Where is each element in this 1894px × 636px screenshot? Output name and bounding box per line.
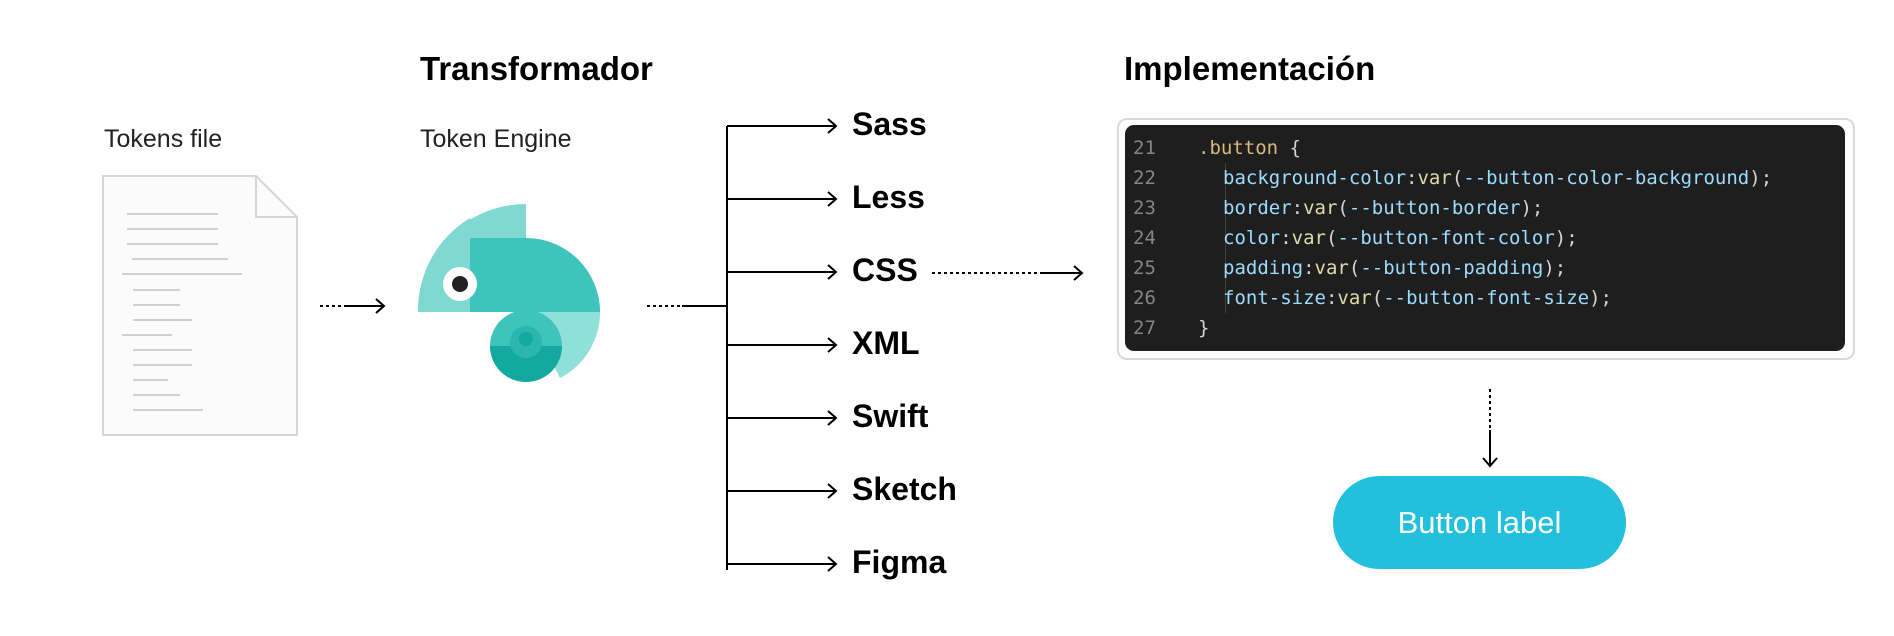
code-token: ); xyxy=(1520,197,1544,219)
code-text: font-size:var(--button-font-size); xyxy=(1223,283,1612,313)
arrow-code-to-button xyxy=(1482,389,1498,468)
indent-guide xyxy=(1225,163,1226,313)
code-token: { xyxy=(1278,137,1301,159)
code-token: color xyxy=(1223,227,1281,249)
code-token: --button-color-background xyxy=(1463,167,1750,189)
code-text: background-color:var(--button-color-back… xyxy=(1223,163,1772,193)
code-token: ); xyxy=(1554,227,1578,249)
code-token: : xyxy=(1325,287,1338,309)
output-css: CSS xyxy=(852,252,918,288)
code-token: font-size xyxy=(1223,287,1326,309)
code-token: .button xyxy=(1198,137,1279,159)
branch-arrowhead-6 xyxy=(827,483,838,499)
code-text: } xyxy=(1198,313,1209,343)
code-token: ); xyxy=(1749,167,1773,189)
code-token: padding xyxy=(1223,257,1304,279)
code-token: ( xyxy=(1451,167,1464,189)
code-text: padding:var(--button-padding); xyxy=(1223,253,1566,283)
code-token: var xyxy=(1303,197,1338,219)
line-number: 24 xyxy=(1133,227,1156,249)
token-engine-label: Token Engine xyxy=(420,125,572,153)
output-sketch: Sketch xyxy=(852,471,957,507)
code-token: } xyxy=(1198,317,1210,339)
code-text: color:var(--button-font-color); xyxy=(1223,223,1578,253)
code-text: border:var(--button-border); xyxy=(1223,193,1543,223)
code-token: var xyxy=(1417,167,1452,189)
code-token: --button-border xyxy=(1348,197,1521,219)
document-icon xyxy=(102,175,298,436)
output-xml: XML xyxy=(852,325,920,361)
code-token: : xyxy=(1303,257,1315,279)
code-token: --button-padding xyxy=(1360,257,1544,279)
branch-arrowhead-3 xyxy=(827,264,838,280)
code-text: .button { xyxy=(1198,133,1301,163)
code-token: : xyxy=(1291,197,1304,219)
output-sass: Sass xyxy=(852,106,927,142)
line-number: 23 xyxy=(1133,197,1156,219)
code-token: var xyxy=(1337,287,1372,309)
code-token: border xyxy=(1223,197,1292,219)
implementation-heading: Implementación xyxy=(1124,50,1376,87)
code-token: ); xyxy=(1543,257,1567,279)
code-token: --button-font-color xyxy=(1337,227,1555,249)
branch-arrowhead-2 xyxy=(827,191,838,207)
output-less: Less xyxy=(852,179,925,215)
code-token: : xyxy=(1280,227,1292,249)
code-token: var xyxy=(1314,257,1349,279)
code-token: ( xyxy=(1325,227,1338,249)
code-token: ( xyxy=(1348,257,1361,279)
code-token: var xyxy=(1291,227,1326,249)
output-swift: Swift xyxy=(852,398,929,434)
code-token: ( xyxy=(1371,287,1384,309)
line-number: 26 xyxy=(1133,287,1156,309)
chameleon-logo-icon xyxy=(417,204,601,382)
arrow-engine-to-outputs xyxy=(647,126,728,570)
code-token: ( xyxy=(1337,197,1349,219)
sample-button[interactable]: Button label xyxy=(1333,476,1626,569)
arrow-doc-to-engine xyxy=(320,298,386,314)
branch-arrowhead-5 xyxy=(827,410,838,426)
arrow-css-to-code xyxy=(932,265,1084,281)
line-number: 22 xyxy=(1133,167,1156,189)
output-figma: Figma xyxy=(852,544,947,580)
line-number: 21 xyxy=(1133,137,1156,159)
branch-arrowhead-4 xyxy=(827,337,838,353)
code-token: ); xyxy=(1589,287,1612,309)
code-token: : xyxy=(1406,167,1418,189)
line-number: 25 xyxy=(1133,257,1156,279)
branch-arrows xyxy=(727,118,838,572)
tokens-file-label: Tokens file xyxy=(104,125,223,153)
line-number: 27 xyxy=(1133,317,1156,339)
transformer-heading: Transformador xyxy=(420,50,653,87)
branch-arrowhead-1 xyxy=(827,118,838,134)
code-token: background-color xyxy=(1223,167,1407,189)
branch-arrowhead-7 xyxy=(827,556,838,572)
code-token: --button-font-size xyxy=(1383,287,1590,309)
